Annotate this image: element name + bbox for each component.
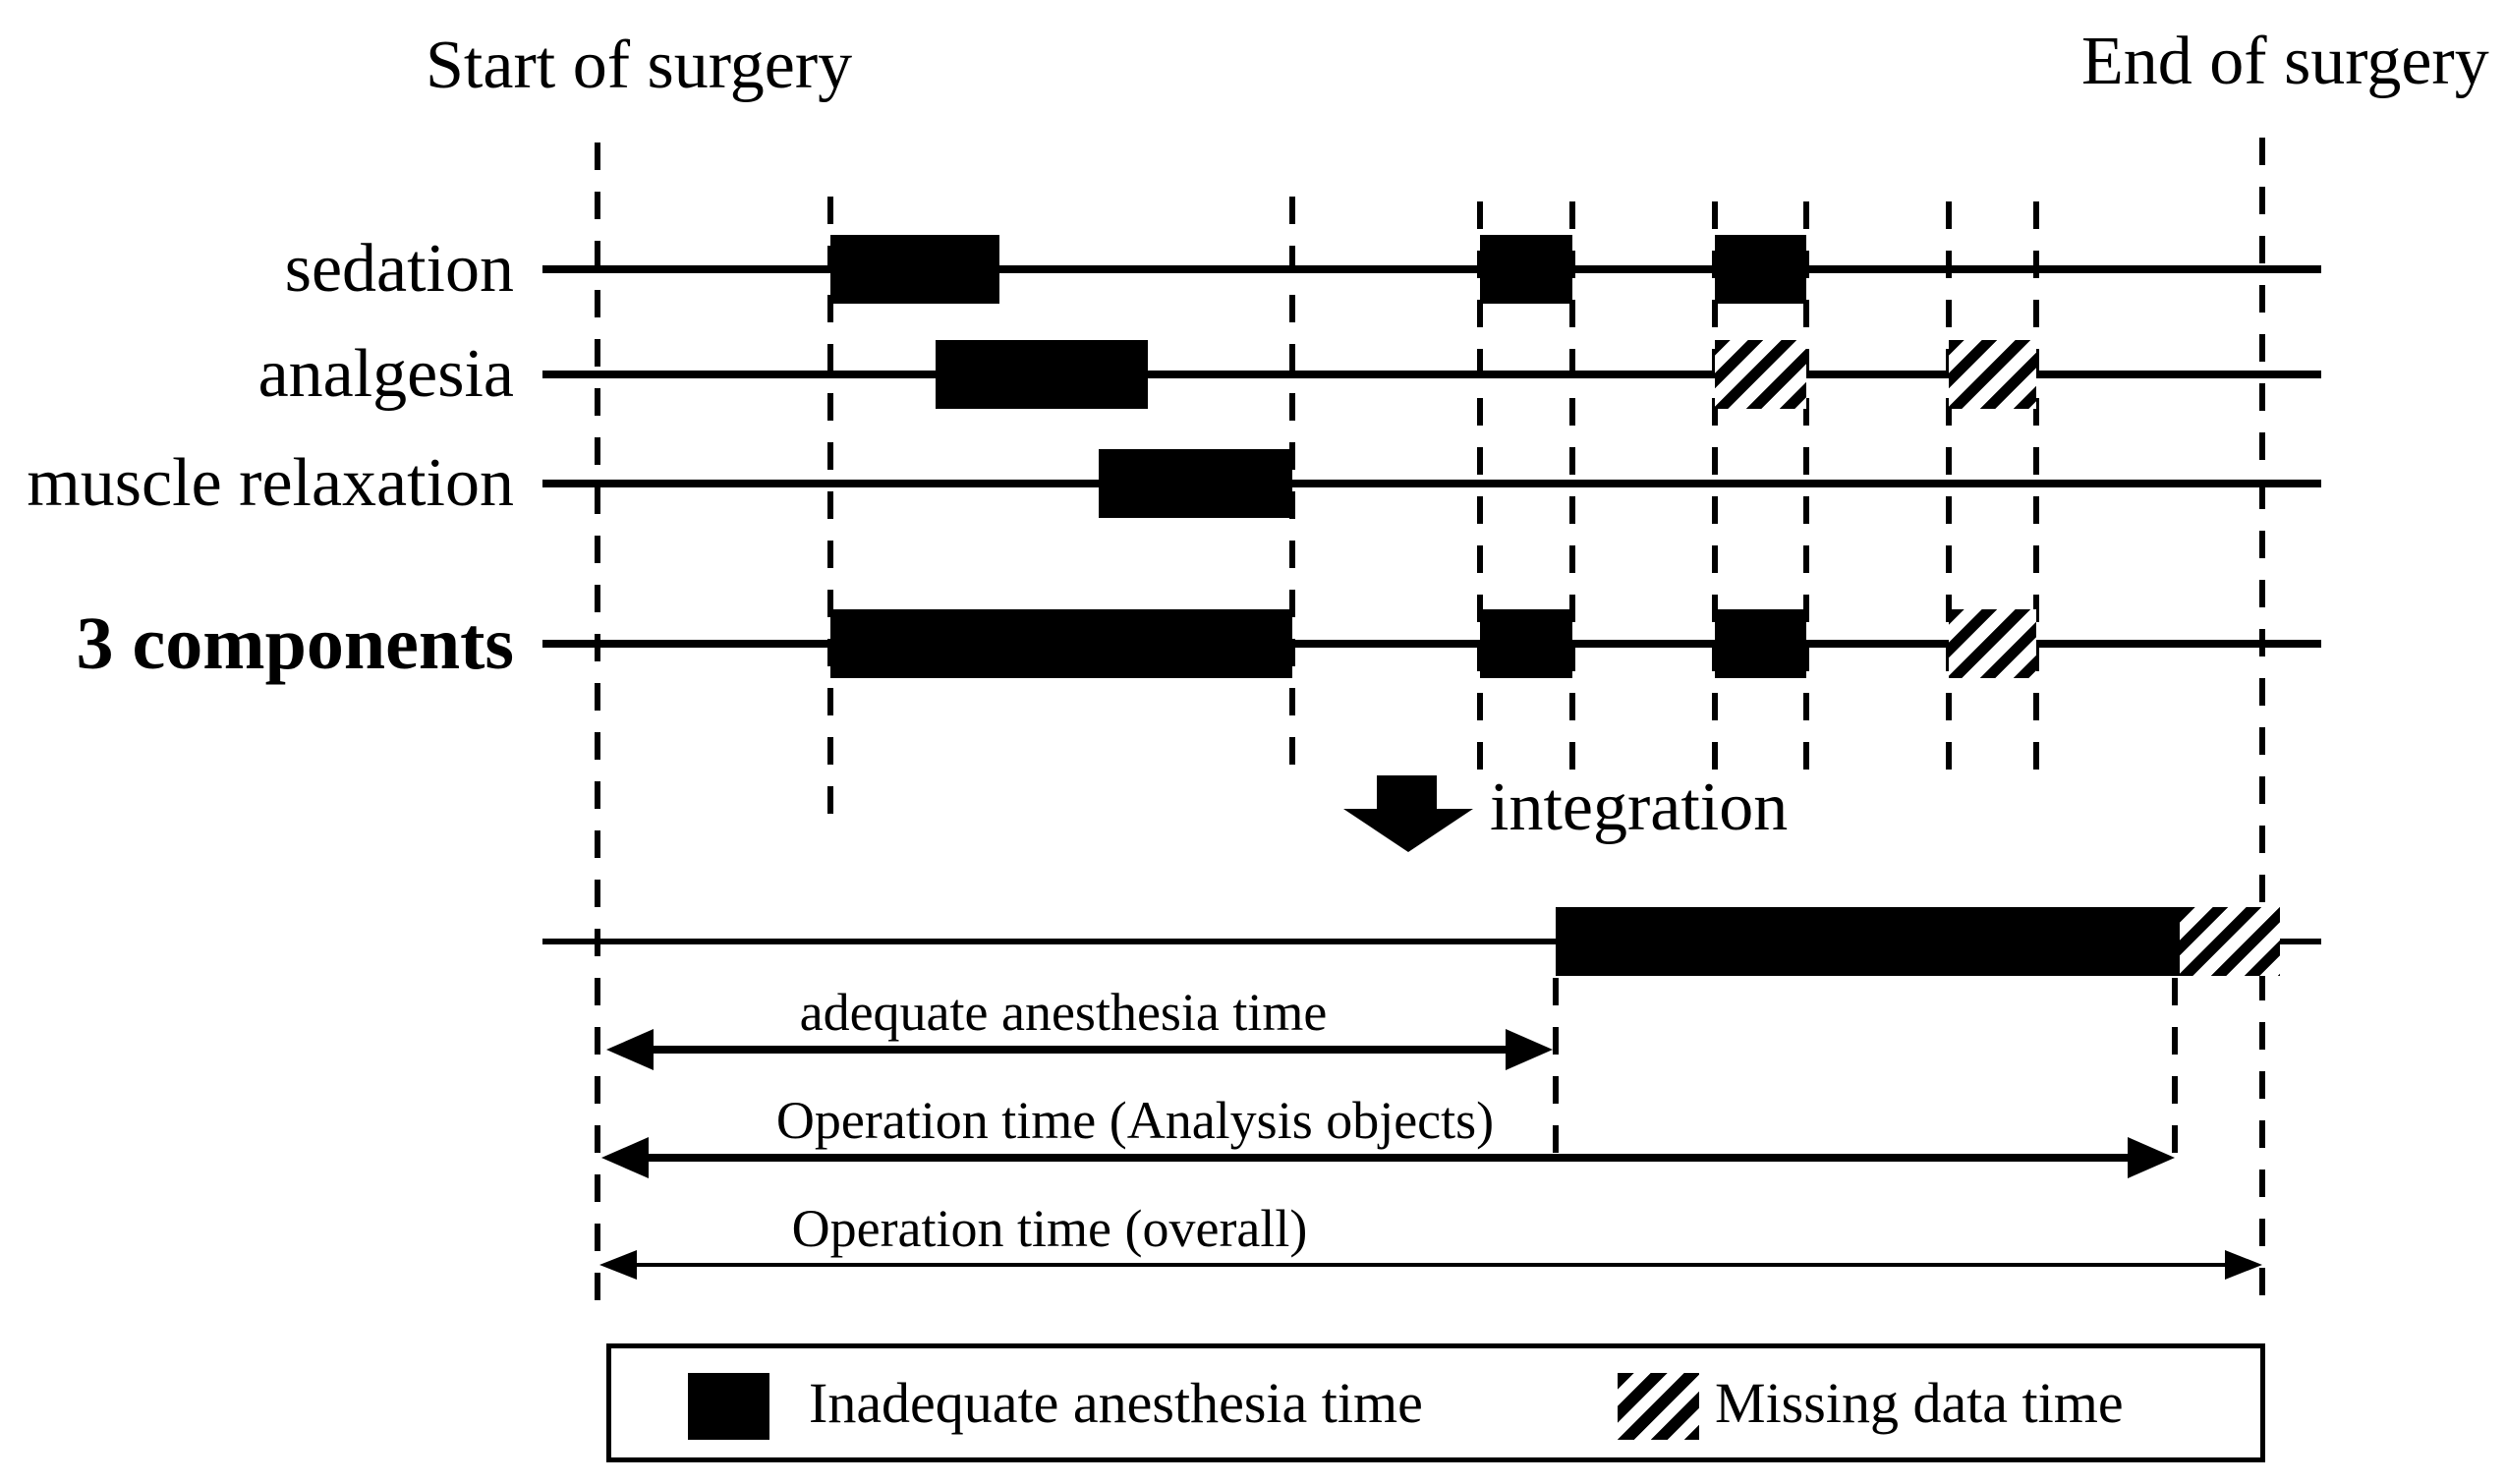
legend-missing-label: Missing data time (1715, 1371, 2124, 1435)
operation-time-analysis-label: Operation time (Analysis objects) (775, 1091, 1495, 1150)
muscle-relaxation-line (542, 480, 2321, 487)
legend-box (606, 1343, 2265, 1462)
adequate-anesthesia-time-left-arrowhead-icon (606, 1029, 654, 1070)
segment-dashline (827, 197, 833, 816)
analgesia-solid-bar (936, 340, 1148, 409)
segment-dashline (1712, 201, 1718, 786)
three-components-line (542, 640, 2321, 648)
inadequate-anesthesia-swatch-icon (688, 1373, 769, 1440)
sedation-solid-bar (830, 235, 999, 304)
operation-time-overall-left-arrowhead-icon (599, 1250, 637, 1280)
end-of-surgery-label: End of surgery (2081, 24, 2489, 99)
sedation-label: sedation (284, 231, 514, 307)
three-components-solid-bar (1715, 609, 1806, 678)
operation-time-overall-right-arrowhead-icon (2225, 1250, 2262, 1280)
integration-label: integration (1490, 770, 1789, 845)
sedation-line (542, 265, 2321, 273)
muscle-relaxation-solid-bar (1099, 449, 1292, 518)
adequate-anesthesia-time-right-arrowhead-icon (1506, 1029, 1553, 1070)
operation-time-overall-line (629, 1263, 2233, 1267)
sedation-solid-bar (1480, 235, 1572, 304)
analgesia-hatched-bar (1949, 340, 2036, 409)
segment-dashline (1803, 201, 1809, 786)
analgesia-hatched-bar (1715, 340, 1806, 409)
operation-time-overall-label: Operation time (overall) (791, 1199, 1308, 1258)
segment-dashline (1289, 197, 1295, 786)
segment-dashline (1946, 201, 1952, 786)
three-components-label: 3 components (76, 602, 514, 685)
analgesia-label: analgesia (257, 336, 514, 412)
operation-time-analysis-line (641, 1154, 2135, 1162)
legend-inadequate-label: Inadequate anesthesia time (809, 1371, 1423, 1435)
adequate-anesthesia-time-label: adequate anesthesia time (799, 983, 1328, 1042)
segment-dashline (1477, 201, 1483, 786)
adequate-end-dashline (1553, 978, 1559, 1174)
sedation-solid-bar (1715, 235, 1806, 304)
segment-dashline (2033, 201, 2039, 786)
start-of-surgery-label: Start of surgery (426, 28, 853, 103)
three-components-solid-bar (1480, 609, 1572, 678)
operation-end-dashline (2172, 978, 2178, 1170)
adequate-anesthesia-time-line (646, 1046, 1513, 1054)
integration-arrow-icon (1377, 775, 1437, 813)
integration-arrowhead-icon (1343, 809, 1473, 852)
start-of-surgery-dashline (595, 143, 600, 1305)
analgesia-line (542, 371, 2321, 378)
muscle-relaxation-label: muscle relaxation (27, 445, 514, 521)
three-components-hatched-bar (1949, 609, 2036, 678)
end-of-surgery-dashline (2259, 138, 2265, 1314)
operation-time-analysis-right-arrowhead-icon (2128, 1137, 2175, 1178)
integrated-timeline-hatched-bar (2180, 907, 2280, 976)
integrated-timeline-line (542, 939, 2321, 944)
integrated-timeline-solid-bar (1556, 907, 2180, 976)
operation-time-analysis-left-arrowhead-icon (601, 1137, 649, 1178)
segment-dashline (1569, 201, 1575, 786)
three-components-solid-bar (830, 609, 1292, 678)
missing-data-swatch-icon (1618, 1373, 1699, 1440)
